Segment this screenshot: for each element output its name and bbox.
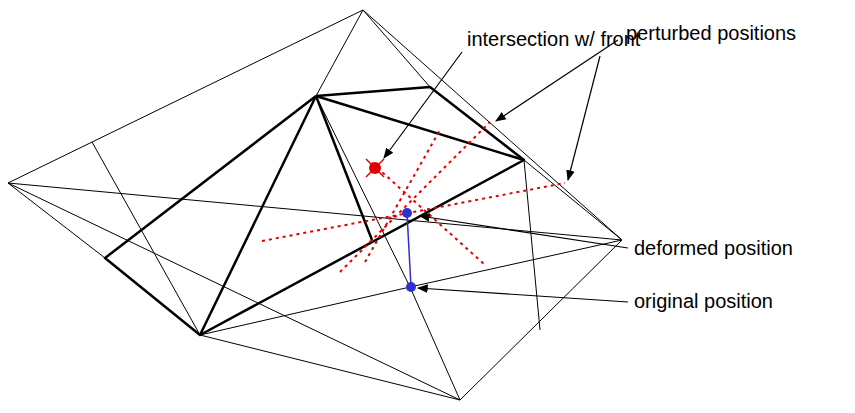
callout-label: intersection w/ front <box>467 28 640 50</box>
perturbed-lines <box>262 122 565 272</box>
callout-label: deformed position <box>634 237 793 259</box>
original-mesh <box>8 10 622 400</box>
callout-label: perturbed positions <box>626 22 796 44</box>
displacement-line <box>407 213 411 287</box>
leader-lines <box>384 40 628 302</box>
original-dot <box>406 282 416 292</box>
deformed-mesh <box>105 87 524 335</box>
deformed-dot <box>402 208 412 218</box>
intersection-spikes <box>366 159 384 177</box>
callout-label: original position <box>634 290 773 312</box>
